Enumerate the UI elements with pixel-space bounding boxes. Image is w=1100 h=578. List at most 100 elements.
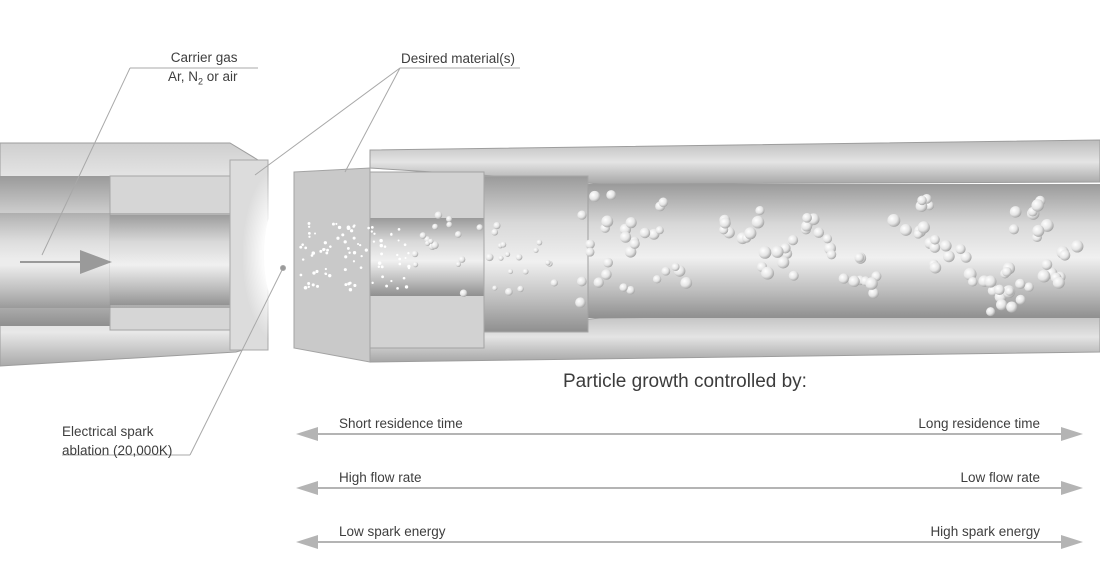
particle — [379, 238, 383, 243]
particle — [1037, 269, 1051, 283]
particle — [625, 217, 637, 229]
particle — [517, 285, 524, 293]
left-electrode — [0, 142, 269, 367]
particle — [536, 239, 543, 246]
particle — [343, 240, 347, 244]
particle — [658, 197, 669, 208]
particle — [343, 268, 347, 272]
particle — [352, 251, 357, 255]
particle — [917, 221, 930, 234]
particle — [930, 234, 940, 245]
particle — [324, 267, 327, 271]
particle — [428, 238, 434, 244]
particle — [458, 256, 466, 263]
particle — [865, 277, 878, 290]
particle — [407, 252, 410, 255]
particle — [777, 256, 790, 269]
particle — [359, 244, 362, 247]
particle — [1001, 266, 1012, 277]
particle — [316, 284, 320, 288]
growth-heading: Particle growth controlled by: — [563, 371, 807, 392]
particle — [347, 282, 351, 286]
particle — [1031, 199, 1044, 212]
particle — [492, 285, 498, 291]
particle — [626, 286, 635, 295]
particle — [968, 277, 978, 287]
particle — [385, 284, 389, 288]
particle — [500, 241, 507, 248]
particle — [522, 268, 529, 275]
particle — [493, 221, 501, 230]
particle — [359, 266, 363, 269]
particle — [346, 246, 350, 250]
particle — [397, 239, 400, 242]
particle — [955, 243, 966, 255]
particle — [455, 261, 461, 267]
particle — [996, 299, 1008, 311]
arrow-right-label: High spark energy — [930, 524, 1040, 539]
particle — [1009, 206, 1022, 218]
particle — [619, 231, 632, 243]
arrow-left-label: Low spark energy — [339, 524, 446, 539]
particle — [822, 234, 833, 244]
particle — [917, 195, 927, 206]
particle — [352, 260, 356, 263]
particle — [585, 247, 595, 257]
particle — [329, 245, 332, 248]
particle — [402, 276, 406, 280]
particle — [577, 210, 587, 220]
particle — [1015, 278, 1026, 289]
particle — [301, 243, 304, 246]
arrow-row-residence-time: Short residence time Long residence time — [296, 416, 1083, 446]
particle — [346, 225, 351, 230]
double-arrow-icon — [296, 535, 1083, 549]
particle — [1032, 224, 1045, 237]
particle — [337, 225, 342, 230]
particle — [929, 261, 942, 274]
particle — [397, 228, 401, 231]
particle — [788, 270, 799, 281]
particle — [887, 214, 901, 227]
particle — [1006, 301, 1018, 313]
particle — [639, 227, 651, 239]
particle — [379, 243, 384, 248]
particle — [299, 245, 303, 249]
particle — [404, 256, 407, 260]
particle — [324, 272, 327, 276]
particle — [986, 307, 996, 317]
particle — [533, 247, 539, 253]
particle — [380, 265, 384, 269]
particle — [1024, 282, 1034, 292]
particle — [655, 226, 664, 235]
particle — [381, 275, 384, 279]
particle — [325, 251, 329, 255]
particle — [310, 254, 314, 257]
particle — [813, 227, 825, 238]
arrow-left-label: Short residence time — [339, 416, 463, 431]
particle — [545, 259, 551, 266]
particle — [1008, 224, 1019, 235]
particle — [335, 222, 338, 225]
particle — [377, 265, 381, 268]
particle — [390, 233, 393, 236]
particle — [307, 282, 311, 285]
particle — [868, 287, 879, 299]
particle — [719, 217, 731, 229]
particle — [380, 252, 384, 256]
particle — [1071, 240, 1084, 253]
arrow-left-label: High flow rate — [339, 470, 422, 485]
particle — [550, 279, 558, 287]
particle — [357, 243, 360, 246]
particle — [606, 190, 617, 200]
particle — [323, 248, 326, 251]
particle — [307, 285, 310, 289]
particle — [383, 245, 387, 248]
arrow-row-spark-energy: Low spark energy High spark energy — [296, 524, 1083, 554]
particle — [1004, 286, 1015, 296]
particle — [761, 266, 775, 280]
particle — [459, 289, 468, 297]
particle — [314, 232, 317, 235]
particle — [601, 215, 614, 228]
particle — [373, 232, 376, 235]
